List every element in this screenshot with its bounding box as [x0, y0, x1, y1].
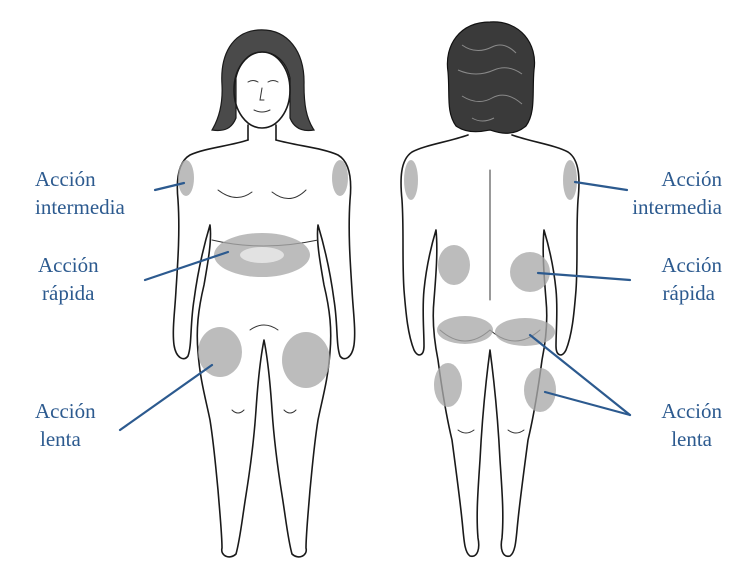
back-knees	[458, 430, 524, 433]
back-flank-zone-right	[510, 252, 550, 292]
back-thigh-zone-left	[434, 363, 462, 407]
front-hair	[212, 30, 314, 131]
back-fast-pointer	[538, 273, 630, 280]
back-hair	[447, 22, 534, 133]
front-fast-label-line1: Acción	[38, 253, 99, 277]
back-slow-label-line2: lenta	[671, 427, 712, 451]
front-nose-mouth	[254, 88, 270, 112]
front-slow-label-line1: Acción	[35, 399, 96, 423]
front-slow-label-line2: lenta	[40, 427, 81, 451]
front-navel-spot	[240, 247, 284, 263]
back-fast-label-line2: rápida	[663, 281, 716, 305]
back-intermediate-pointer	[575, 182, 627, 190]
labels: Acción intermedia Acción rápida Acción l…	[35, 167, 723, 451]
back-arm-zone-right	[563, 160, 577, 200]
front-slow-pointer	[120, 365, 212, 430]
front-arm-zone-left	[178, 160, 194, 196]
back-buttock-zone-left	[437, 316, 493, 344]
front-intermediate-label-line2: intermedia	[35, 195, 125, 219]
back-arm-zone-left	[404, 160, 418, 200]
front-figure	[173, 30, 354, 557]
front-eyes	[248, 81, 278, 83]
back-slow-label-line1: Acción	[661, 399, 722, 423]
front-arm-zone-right	[332, 160, 348, 196]
front-knees	[232, 410, 296, 413]
front-fast-label-line2: rápida	[42, 281, 95, 305]
back-intermediate-label-line1: Acción	[661, 167, 722, 191]
front-intermediate-label-line1: Acción	[35, 167, 96, 191]
front-chest	[218, 190, 306, 199]
front-thigh-zone-right	[282, 332, 330, 388]
back-intermediate-label-line2: intermedia	[632, 195, 722, 219]
back-figure	[401, 22, 579, 556]
back-buttock-zone-right	[495, 318, 555, 346]
back-thigh-zone-right	[524, 368, 556, 412]
back-flank-zone-left	[438, 245, 470, 285]
front-fast-pointer	[145, 252, 228, 280]
back-fast-label-line1: Acción	[661, 253, 722, 277]
